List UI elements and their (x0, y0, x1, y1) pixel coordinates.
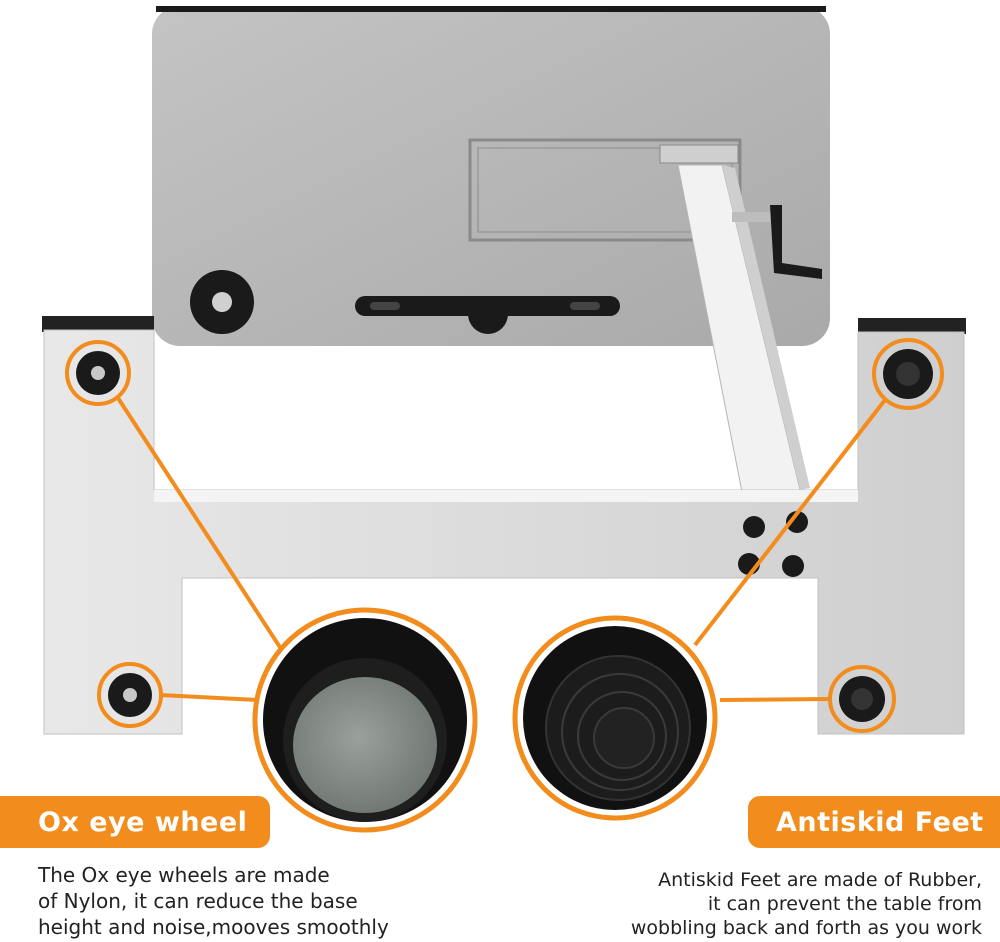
ox-eye-wheel-bottom (97, 662, 163, 728)
foot-detail (512, 615, 718, 821)
description-line: The Ox eye wheels are made (38, 863, 330, 887)
description-line: Antiskid Feet are made of Rubber, (658, 869, 982, 891)
description-line: of Nylon, it can reduce the base (38, 889, 358, 913)
description-line: height and noise,mooves smoothly (38, 915, 389, 939)
leg-frame (42, 316, 966, 735)
description-line: it can prevent the table from (707, 893, 982, 915)
wheel-detail (252, 607, 478, 833)
description-line: wobbling back and forth as you work (630, 917, 982, 939)
support-column (659, 144, 822, 493)
antiskid-feet-title: Antiskid Feet (748, 796, 1000, 848)
tabletop (152, 6, 830, 346)
antiskid-foot-top (872, 338, 944, 410)
callout-lines (116, 396, 887, 702)
ox-eye-wheel-title: Ox eye wheel (0, 796, 270, 848)
knob-icon (190, 270, 254, 334)
ox-eye-wheel-top (65, 340, 131, 406)
antiskid-feet-description: Antiskid Feet are made of Rubber, it can… (542, 868, 982, 940)
antiskid-foot-bottom (828, 665, 896, 733)
ox-eye-wheel-description: The Ox eye wheels are made of Nylon, it … (38, 862, 458, 940)
